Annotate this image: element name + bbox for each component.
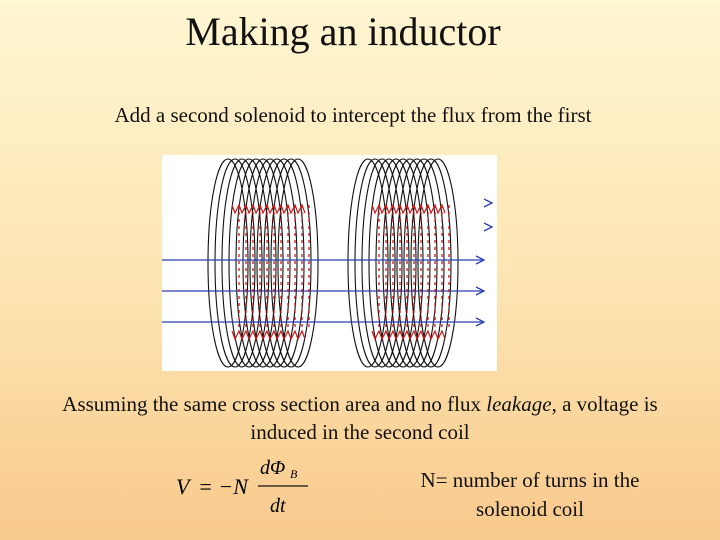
first-coil-front-winding <box>227 158 249 368</box>
first-coil-front-winding <box>255 158 277 368</box>
second-coil-back-winding <box>354 158 376 368</box>
formula-equals: = −N <box>198 474 249 499</box>
second-coil-front-winding <box>388 158 410 368</box>
first-coil-front-winding <box>234 158 256 368</box>
second-coil-front-winding <box>374 158 396 368</box>
formula-svg: V = −N dΦ B dt <box>176 457 308 517</box>
first-coil-front-winding <box>290 158 312 368</box>
flux-arrowhead <box>475 286 486 296</box>
formula-numerator: dΦ <box>260 457 285 479</box>
explanation-text: Assuming the same cross section area and… <box>40 390 680 446</box>
solenoid-diagram-svg <box>162 158 494 368</box>
turns-note: N= number of turns in the solenoid coil <box>420 468 640 521</box>
second-coil-front-winding <box>430 158 452 368</box>
second-coil-back-winding <box>417 158 439 368</box>
second-coil-front-winding <box>381 158 403 368</box>
flux-lines <box>162 198 494 327</box>
flux-arrowhead <box>483 222 494 232</box>
flux-arrowhead <box>475 255 486 265</box>
first-coil-back-winding <box>263 158 285 368</box>
first-coil-front-winding <box>297 158 319 368</box>
formula-subscript: B <box>290 467 298 481</box>
second-coil-back-winding <box>347 158 369 368</box>
first-coil-back-winding <box>235 158 257 368</box>
flux-arrowhead <box>483 198 494 208</box>
second-coil-back-winding <box>361 158 383 368</box>
second-coil-front-winding <box>402 158 424 368</box>
first-coil-front-winding <box>248 158 270 368</box>
first-coil-back-winding <box>207 158 229 368</box>
induced-voltage-formula: V = −N dΦ B dt <box>170 454 320 526</box>
first-coil-back-winding <box>256 158 278 368</box>
coil-front-windings <box>231 203 450 341</box>
second-coil-bottom-marks <box>371 329 446 341</box>
first-coil-front-winding <box>241 158 263 368</box>
first-coil-front-winding <box>262 158 284 368</box>
second-coil-front-winding <box>437 158 459 368</box>
second-coil-back-winding <box>375 158 397 368</box>
first-coil-front-winding <box>276 158 298 368</box>
first-coil-front-winding <box>269 158 291 368</box>
second-coil-back-winding <box>368 158 390 368</box>
first-coil-front-winding <box>283 158 305 368</box>
leakage-emphasis: leakage <box>486 392 552 416</box>
first-coil-back-winding <box>214 158 236 368</box>
second-coil-back-winding <box>396 158 418 368</box>
second-coil-front-winding <box>367 158 389 368</box>
second-coil-front-winding <box>409 158 431 368</box>
second-coil-front-winding <box>423 158 445 368</box>
first-coil-back-winding <box>270 158 292 368</box>
explanation-text-start: Assuming the same cross section area and… <box>62 392 487 416</box>
second-coil-back-winding <box>389 158 411 368</box>
first-coil-top-marks <box>231 203 306 215</box>
second-coil-front-winding <box>395 158 417 368</box>
second-coil-top-marks <box>371 203 446 215</box>
slide-title: Making an inductor <box>185 9 501 54</box>
first-coil-back-winding <box>228 158 250 368</box>
explanation-text-end: , a voltage is induced in the second coi… <box>250 392 658 444</box>
second-coil-back-winding <box>382 158 404 368</box>
second-coil-back-winding <box>410 158 432 368</box>
flux-arrowhead <box>475 317 486 327</box>
solenoid-diagram <box>162 155 497 371</box>
first-coil-back-winding <box>277 158 299 368</box>
coil-back-windings <box>207 158 459 368</box>
second-coil-back-winding <box>403 158 425 368</box>
first-coil-back-winding <box>242 158 264 368</box>
formula-lhs: V <box>176 474 192 499</box>
first-coil-bottom-marks <box>231 329 306 341</box>
second-coil-front-winding <box>416 158 438 368</box>
formula-denominator: dt <box>270 495 286 517</box>
slide-subtitle: Add a second solenoid to intercept the f… <box>114 103 592 127</box>
first-coil-back-winding <box>221 158 243 368</box>
first-coil-back-winding <box>249 158 271 368</box>
